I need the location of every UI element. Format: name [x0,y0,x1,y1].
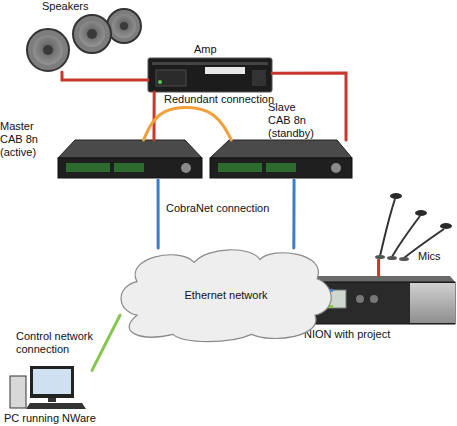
node-label: Slave CAB 8n (standby) [268,101,318,140]
node-label: Master CAB 8n (active) [0,120,50,159]
speaker-symbol [87,29,97,39]
nion-device [356,295,364,303]
speaker-symbol [107,9,141,43]
network-cable [157,180,160,248]
pc-box: PC running NWare [8,366,92,410]
microphone-symbol [399,257,409,261]
connection-label: CobraNet connection [166,202,286,215]
cab-device [181,163,191,173]
network-cable [62,72,148,80]
microphone-symbol [387,256,397,260]
speaker-symbol [27,29,69,71]
cab-device [331,163,341,173]
speaker-symbol [112,14,136,38]
microphone-group: Mics [370,190,456,260]
speaker-symbol [33,35,63,65]
node-label: PC running NWare [4,412,124,425]
network-cable [292,180,295,248]
cab-device [58,158,202,178]
cab-device [210,140,352,178]
speaker-symbol [120,22,128,30]
amplifier-unit [158,80,162,84]
node-label: Ethernet network [120,289,332,302]
connection-label: Control network connection [16,330,104,356]
network-cable [92,315,120,370]
cab-device [210,158,352,178]
cab-device [66,163,110,172]
cab-device [58,140,202,158]
speaker-symbol [27,9,141,71]
network-cable [152,92,155,140]
network-cable [144,107,232,140]
amplifier-unit [156,70,186,86]
amplifier-box: Amp [148,58,272,92]
microphone-symbol [440,223,452,229]
cab-device [210,140,352,158]
connection-label: Redundant connection [164,93,284,106]
network-cable [377,260,380,276]
amplifier-unit [148,58,272,92]
node-label: Speakers [42,0,112,13]
microphone-symbol [392,216,420,257]
cab-device [58,140,202,178]
amplifier-unit [252,70,266,86]
cab-device [218,163,262,172]
network-cloud: Ethernet network [120,248,332,344]
speaker-group: Speakers [20,8,140,72]
amplifier-unit [152,62,268,65]
computer-symbol [48,398,56,402]
amplifier-unit [148,58,272,92]
node-label: Mics [418,250,454,263]
cab-device [266,163,296,172]
cab-box: Slave CAB 8n (standby) [210,140,352,180]
computer-symbol [10,376,26,408]
amplifier-unit [205,67,245,74]
computer-symbol [26,403,86,409]
node-label: NION with project [304,328,444,341]
computer-symbol [33,369,71,394]
speaker-symbol [73,15,111,53]
microphone-symbol [375,255,385,259]
speaker-symbol [79,21,105,47]
microphone-symbol [380,199,395,256]
node-label: Amp [194,43,234,56]
nion-device [370,295,378,303]
cab-device [114,163,144,172]
nion-device [410,283,455,323]
microphone-symbol [390,193,402,199]
cab-box: Master CAB 8n (active) [56,140,202,180]
computer-symbol [30,366,74,398]
microphone-symbol [415,210,427,216]
computer-symbol [10,366,86,409]
speaker-symbol [43,45,53,55]
